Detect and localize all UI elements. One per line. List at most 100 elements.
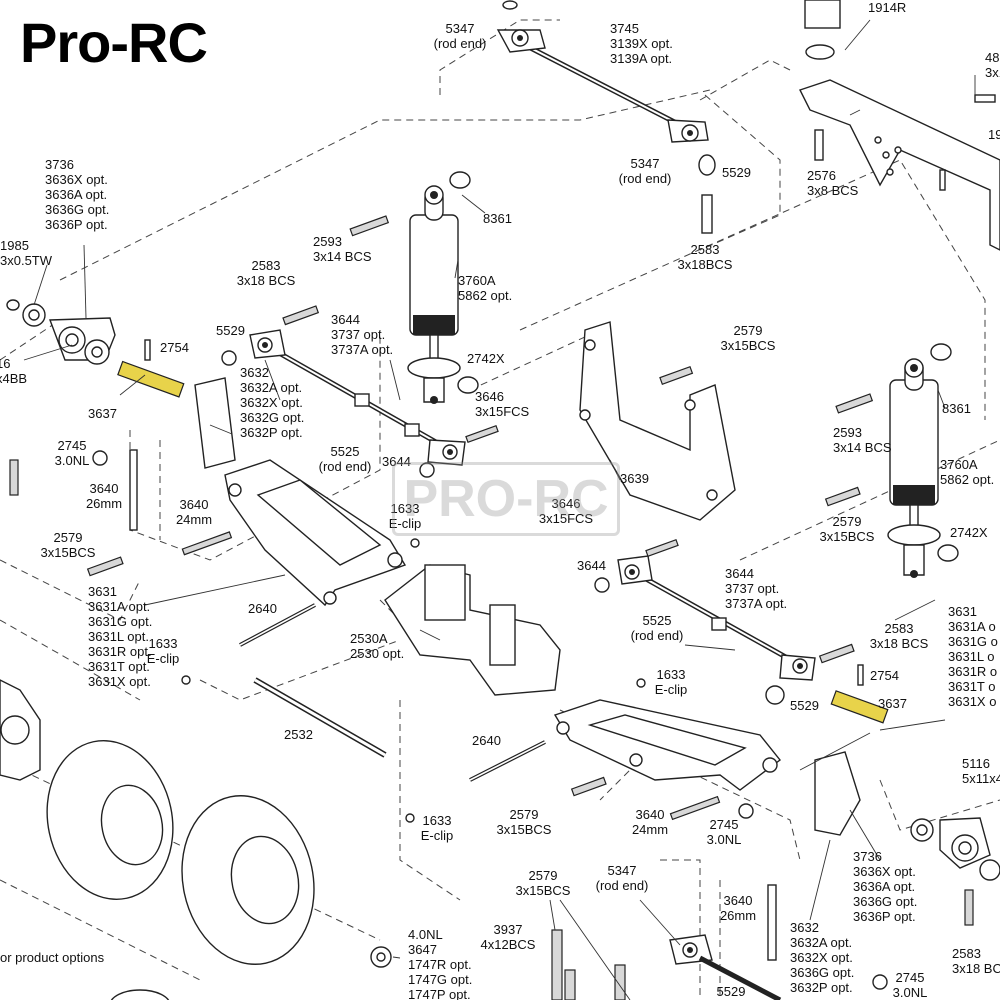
right-hub-carrier	[765, 664, 1000, 961]
part-label-line: 1747G opt.	[408, 972, 472, 987]
chassis-rail	[799, 0, 1000, 251]
part-label-line: 3636A opt.	[45, 187, 107, 202]
part-label-line: 3631R o	[948, 664, 997, 679]
part-label: 2742X	[950, 525, 988, 540]
part-label-line: 2579	[54, 530, 83, 545]
part-label: 3639	[620, 471, 649, 486]
part-label-line: 3636A opt.	[853, 879, 915, 894]
part-label-line: 2593	[833, 425, 862, 440]
center-bulkhead	[384, 564, 561, 696]
part-label-line: 3644	[725, 566, 754, 581]
part-label-line: 2640	[248, 601, 277, 616]
part-label-line: 3636G opt.	[853, 894, 917, 909]
part-label-line: 5525	[331, 444, 360, 459]
part-label: 3637	[88, 406, 117, 421]
part-label-line: 3139A opt.	[610, 51, 672, 66]
nuts	[181, 350, 888, 990]
part-label-line: 3631	[88, 584, 117, 599]
part-label-line: 5347	[608, 863, 637, 878]
brand-logo-text: Pro-RC	[20, 11, 208, 74]
part-label-line: 3647	[408, 942, 437, 957]
part-label-line: 2640	[472, 733, 501, 748]
part-label: 5525(rod end)	[631, 613, 684, 643]
part-label-line: or product options	[0, 950, 105, 965]
part-label-line: 2754	[160, 340, 189, 355]
part-label: or product options	[0, 950, 105, 965]
part-label-line: 5347	[446, 21, 475, 36]
part-label-line: 2742X	[950, 525, 988, 540]
part-label-line: 3x18 BCS	[237, 273, 296, 288]
part-label-line: 3631	[948, 604, 977, 619]
part-label-line: 3639	[620, 471, 649, 486]
part-label-line: (rod end)	[319, 459, 372, 474]
part-label-line: 26mm	[86, 496, 122, 511]
part-label: 2640	[248, 601, 277, 616]
part-label-line: 3637	[878, 696, 907, 711]
shock-tower	[579, 321, 736, 521]
part-label-line: 3x8 BCS	[807, 183, 859, 198]
part-label-line: 2745	[58, 438, 87, 453]
right-turnbuckle	[617, 555, 816, 681]
part-label-line: 3632G opt.	[240, 410, 304, 425]
part-label-line: 3x15BCS	[820, 529, 875, 544]
part-label-line: (rod end)	[631, 628, 684, 643]
part-label-line: 3x14 BCS	[313, 249, 372, 264]
part-label-line: 3x15BCS	[516, 883, 571, 898]
part-label-line: E-clip	[147, 651, 180, 666]
part-label-line: 5862 opt.	[458, 288, 512, 303]
part-label-line: 3139X opt.	[610, 36, 673, 51]
right-shock	[887, 343, 959, 578]
bottom-turnbuckle	[669, 934, 782, 1003]
part-label-line: 2745	[896, 970, 925, 985]
part-label-line: 3632	[790, 920, 819, 935]
part-label-line: 1633	[149, 636, 178, 651]
part-label-line: 3636P opt.	[853, 909, 916, 924]
part-label-line: 3644	[382, 454, 411, 469]
part-label-line: 3640	[636, 807, 665, 822]
part-label-line: 3x15BCS	[721, 338, 776, 353]
part-label-line: 3x18 BC	[952, 961, 1000, 976]
part-label-line: 3631A opt.	[88, 599, 150, 614]
part-label-line: 1633	[657, 667, 686, 682]
assembly-outlines	[0, 19, 1000, 1000]
part-label-line: 3631X o	[948, 694, 996, 709]
part-label-line: 4.0NL	[408, 927, 443, 942]
left-shock	[407, 171, 479, 404]
part-label-line: 24mm	[632, 822, 668, 837]
part-label: 5529	[717, 984, 746, 999]
part-label-line: 2532	[284, 727, 313, 742]
part-label-line: 3632P opt.	[790, 980, 853, 995]
part-label: 2754	[870, 668, 899, 683]
part-label-line: 3.0NL	[55, 453, 90, 468]
part-label-line: 3.0NL	[707, 832, 742, 847]
part-label: 5529	[722, 165, 751, 180]
part-label-line: 3640	[90, 481, 119, 496]
part-label-line: 5529	[790, 698, 819, 713]
part-label-line: 3632X opt.	[790, 950, 853, 965]
part-label: 5347(rod end)	[619, 156, 672, 186]
part-label-line: 3632	[240, 365, 269, 380]
part-label-line: E-clip	[389, 516, 422, 531]
part-label-line: 19	[988, 127, 1000, 142]
